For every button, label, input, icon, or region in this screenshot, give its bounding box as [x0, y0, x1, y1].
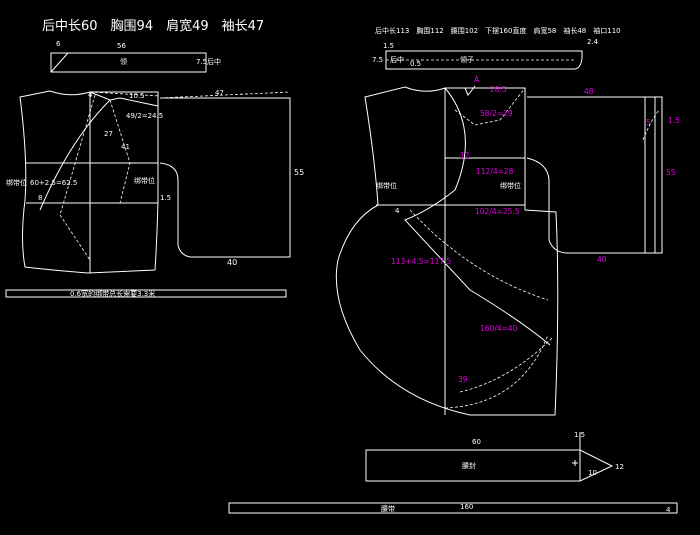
left-collar-label: 领: [120, 57, 127, 66]
right-mark-12: 12: [460, 151, 470, 160]
right-sleeve-top: 48: [584, 87, 594, 96]
long-belt-length: 160: [460, 503, 473, 511]
belt-end-10: 10: [588, 469, 597, 477]
left-tie-strip: 0.6宽的绑带总长需要3.3米: [5, 289, 287, 298]
left-diag-27: 27: [104, 130, 113, 138]
long-belt-strip: 腰带 160 4: [228, 502, 678, 514]
left-sleeve-piece: 47 55 40: [159, 89, 304, 267]
right-chest-formula: 58/2=29: [480, 109, 513, 118]
left-sleeve-cuff: 40: [227, 258, 237, 267]
left-side-1-5: 1.5: [160, 194, 171, 202]
right-mark-39: 39: [458, 375, 468, 384]
belt-length: 60: [472, 438, 481, 446]
left-sleeve-top: 47: [215, 89, 224, 97]
right-collar-end-1-5: 1.5: [383, 42, 394, 50]
right-tie-position-right: 绑带位: [500, 181, 521, 190]
right-waist-formula: 102/4=25.5: [475, 207, 520, 216]
right-tie-position-left: 绑带位: [376, 181, 397, 190]
right-sleeve-piece: 48 55 40 5 1.5: [526, 87, 680, 264]
long-belt-width: 4: [666, 506, 671, 514]
left-diag-41: 41: [121, 143, 130, 151]
right-collar-mid: 0.5: [410, 60, 421, 68]
left-tie-position-left: 绑带位: [6, 178, 27, 187]
left-waist-8: 8: [38, 194, 42, 202]
left-collar-back-center: 后中: [207, 57, 221, 66]
left-collar-width-back: 6: [56, 40, 61, 48]
left-collar-piece: 6 56 领 7.5 后中: [50, 40, 221, 73]
right-bodice-piece: A 28.5 58/2=29 12 112/4=28 102/4=25.5 11…: [335, 75, 559, 416]
right-mark-a: A: [474, 75, 480, 84]
right-collar-label: 领子: [460, 55, 474, 64]
left-sleeve-height: 55: [294, 168, 304, 177]
left-collar-length: 56: [117, 42, 126, 50]
left-shoulder-10-5: 10.5: [129, 92, 145, 100]
belt-label: 腰封: [462, 461, 476, 470]
right-sleeve-height: 55: [666, 168, 676, 177]
right-bust-formula: 112/4=28: [476, 167, 514, 176]
right-collar-corner: 2.4: [587, 38, 599, 46]
right-collar-piece: 1.5 7.5 后中 0.5 领子 2.4: [372, 38, 599, 70]
right-waist-mark-4: 4: [395, 207, 400, 215]
right-shoulder-28-5: 28.5: [490, 85, 507, 94]
left-tie-position-right: 绑带位: [134, 176, 155, 185]
right-collar-back-center: 后中: [390, 55, 404, 64]
left-shoulder-gap: 4: [88, 91, 93, 99]
left-bodice-piece: 4 10.5 49/2=24.5 27 41 60+2.5=62.5 8 绑带位…: [6, 90, 171, 274]
right-sleeve-cuff: 40: [597, 255, 607, 264]
left-bust-formula: 60+2.5=62.5: [30, 179, 77, 187]
left-chest-formula: 49/2=24.5: [126, 112, 163, 120]
right-hem-formula: 113+4.5=117.5: [391, 257, 452, 266]
belt-end-1-5: 1.5: [574, 431, 585, 439]
right-waist-belt-piece: 60 腰封 1.5 12 10: [365, 431, 624, 482]
long-belt-label: 腰带: [381, 505, 395, 513]
left-tie-strip-label: 0.6宽的绑带总长需要3.3米: [70, 289, 155, 298]
right-collar-end-7-5: 7.5: [372, 56, 383, 64]
right-flare-formula: 160/4=40: [480, 324, 518, 333]
left-header: 后中长60 胸围94 肩宽49 袖长47: [42, 18, 264, 34]
right-header: 后中长113 胸围112 腰围102 下摆160直度 肩宽58 袖长48 袖口1…: [375, 26, 621, 35]
belt-end-12: 12: [615, 463, 624, 471]
right-sleeve-mark-5: 5: [646, 118, 651, 127]
left-collar-width-front: 7.5: [196, 58, 207, 66]
right-sleeve-mark-1-5: 1.5: [668, 116, 680, 125]
